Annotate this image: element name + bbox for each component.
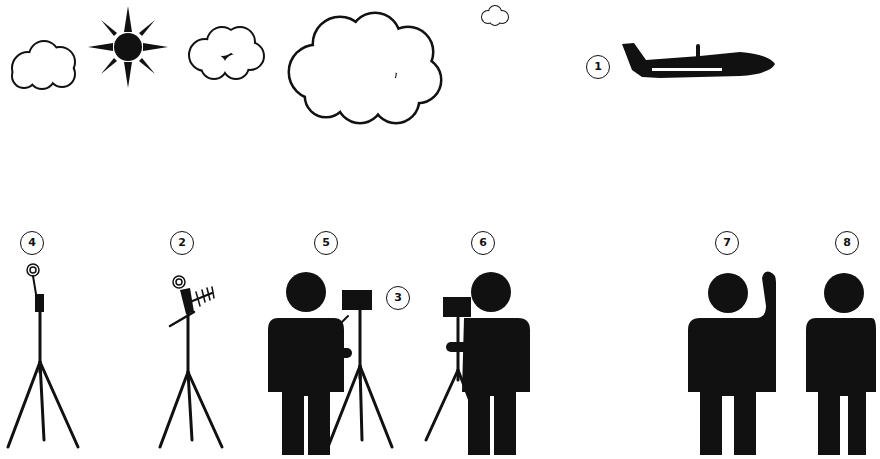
person-standing: [806, 273, 876, 455]
callout-number: 4: [20, 231, 44, 255]
callout-number: 3: [386, 286, 410, 310]
sun: [88, 6, 168, 88]
cloud-large: [290, 14, 440, 122]
cloud-middle: [190, 28, 263, 78]
callout-number: 8: [835, 231, 859, 255]
operator-left: [268, 272, 352, 455]
operator-right: [446, 272, 530, 455]
callout-number: 2: [170, 231, 194, 255]
antenna-tripod: [8, 264, 78, 447]
aircraft: [622, 43, 775, 78]
callout-number: 1: [586, 55, 610, 79]
camera-tripod-left: [328, 290, 392, 447]
callout-number: 7: [715, 231, 739, 255]
callout-number: 6: [471, 231, 495, 255]
tracking-antenna-tripod: [160, 276, 222, 447]
cloud-small-left: [13, 42, 74, 88]
callout-number: 5: [314, 231, 338, 255]
person-waving: [688, 272, 776, 455]
cloud-tiny: [482, 6, 508, 25]
